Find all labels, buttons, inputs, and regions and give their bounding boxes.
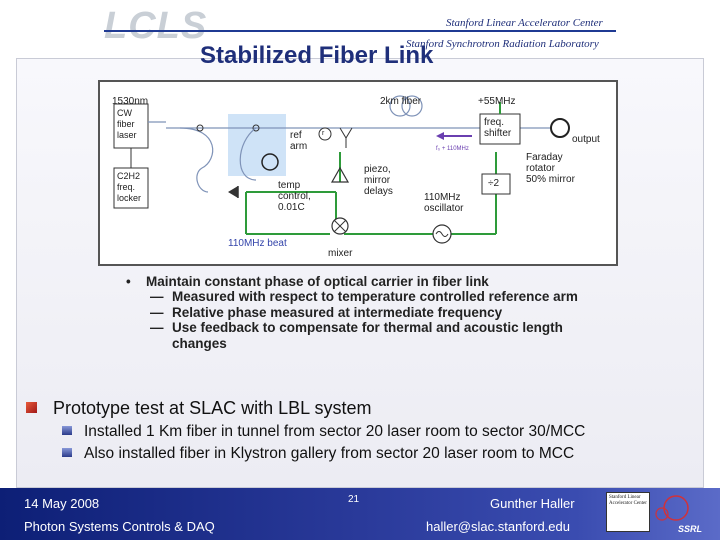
ref-arm-label: ref arm bbox=[290, 130, 308, 152]
cw-laser-label: CW fiber laser bbox=[117, 108, 137, 140]
page-number: 21 bbox=[348, 494, 360, 505]
fiber-spool bbox=[389, 95, 411, 117]
divider-box bbox=[481, 173, 511, 195]
ssrl-logo: Stanford Linear Accelerator Center SSRL bbox=[606, 492, 704, 536]
f-note-label: f₀ + 110MHz bbox=[436, 146, 469, 152]
output-label: output bbox=[572, 134, 600, 145]
diagram-svg bbox=[113, 95, 570, 244]
bullet-sub-3: — Use feedback to compensate for thermal… bbox=[150, 320, 563, 351]
footer-date: 14 May 2008 bbox=[24, 496, 100, 511]
plus55-label: +55MHz bbox=[478, 96, 516, 107]
piezo-label: piezo, mirror delays bbox=[364, 164, 393, 197]
faraday-rotator-icon bbox=[550, 118, 570, 138]
footer-dept: Photon Systems Controls & DAQ bbox=[24, 519, 215, 534]
piezo-mirror-icon bbox=[339, 127, 353, 139]
wavelength-label: 1530nm bbox=[112, 96, 149, 107]
r-node-label: r bbox=[322, 130, 325, 137]
lab-name-ssrl: Stanford Synchrotron Radiation Laborator… bbox=[406, 38, 599, 50]
blue-square-bullet-icon bbox=[62, 426, 72, 435]
slac-logo-box: Stanford Linear Accelerator Center bbox=[606, 492, 650, 532]
ssrl-ring-icon bbox=[655, 495, 689, 521]
mixer-label: mixer bbox=[328, 248, 353, 259]
faraday-label: Faraday rotator 50% mirror bbox=[526, 152, 575, 185]
ref-mirror bbox=[261, 153, 279, 171]
amplifier-icon bbox=[330, 166, 350, 183]
fiber-2km-label: 2km fiber bbox=[380, 96, 422, 107]
blue-square-bullet-icon bbox=[62, 448, 72, 457]
fiber-link-diagram: 1530nm CW fiber laser C2H2 freq. locker … bbox=[98, 80, 618, 266]
header-divider bbox=[104, 30, 616, 32]
footer-email: haller@slac.stanford.edu bbox=[426, 519, 570, 534]
bullet-sub-1: — Measured with respect to temperature c… bbox=[150, 289, 578, 304]
sub-bullet-2: Also installed fiber in Klystron gallery… bbox=[62, 445, 574, 463]
red-square-bullet-icon bbox=[26, 402, 37, 413]
oscillator-label: 110MHz oscillator bbox=[424, 192, 464, 214]
sub-bullet-1: Installed 1 Km fiber in tunnel from sect… bbox=[62, 423, 585, 441]
slide-footer: 14 May 2008 21 Gunther Haller Photon Sys… bbox=[0, 488, 720, 540]
slide-header: LCLS Stanford Linear Accelerator Center … bbox=[0, 0, 720, 58]
lcls-logo: LCLS bbox=[104, 5, 208, 47]
bullet-sub-2: — Relative phase measured at intermediat… bbox=[150, 304, 503, 320]
lab-name-slac: Stanford Linear Accelerator Center bbox=[446, 17, 603, 29]
beat-label: 110MHz beat bbox=[228, 238, 287, 249]
locker-label: C2H2 freq. locker bbox=[117, 171, 142, 203]
footer-author: Gunther Haller bbox=[490, 496, 575, 511]
slide-title: Stabilized Fiber Link bbox=[200, 42, 434, 69]
ssrl-text: SSRL bbox=[677, 524, 702, 534]
freq-shifter-label: freq. shifter bbox=[484, 117, 512, 139]
prototype-bullet: Prototype test at SLAC with LBL system bbox=[26, 398, 371, 419]
temp-control-label: temp control, 0.01C bbox=[278, 180, 311, 213]
bullet-main: • Maintain constant phase of optical car… bbox=[126, 274, 489, 289]
r-node bbox=[318, 127, 332, 141]
diagram-bullets: • Maintain constant phase of optical car… bbox=[126, 274, 596, 351]
div2-label: ÷2 bbox=[488, 178, 500, 189]
photodiode-icon bbox=[228, 186, 238, 198]
